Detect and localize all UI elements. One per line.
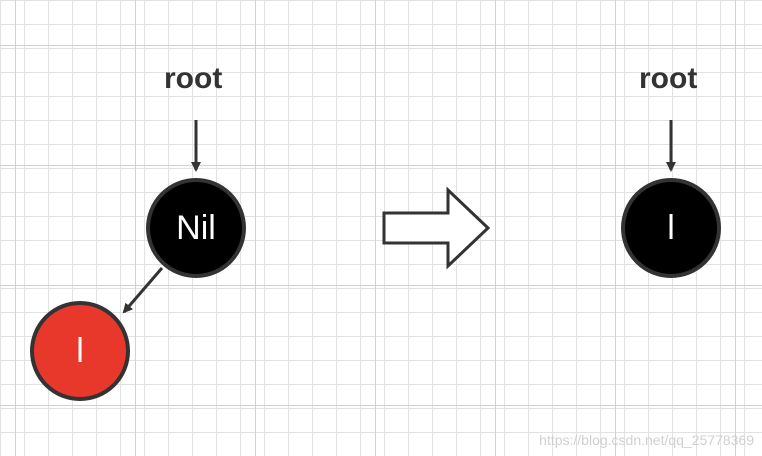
watermark-text: https://blog.csdn.net/qq_25778369 (539, 432, 754, 448)
left-root-label: root (164, 62, 223, 95)
left-tree-edge (122, 267, 164, 314)
left-root-node (146, 178, 246, 278)
hollow-right-arrow-icon (382, 186, 491, 270)
left-child-node (30, 301, 130, 401)
right-root-node (621, 178, 721, 278)
right-root-label: root (639, 62, 698, 95)
left-child-node-label: l (76, 332, 84, 370)
right-root-node-label: l (667, 209, 675, 247)
left-root-node-label: Nil (176, 209, 216, 247)
